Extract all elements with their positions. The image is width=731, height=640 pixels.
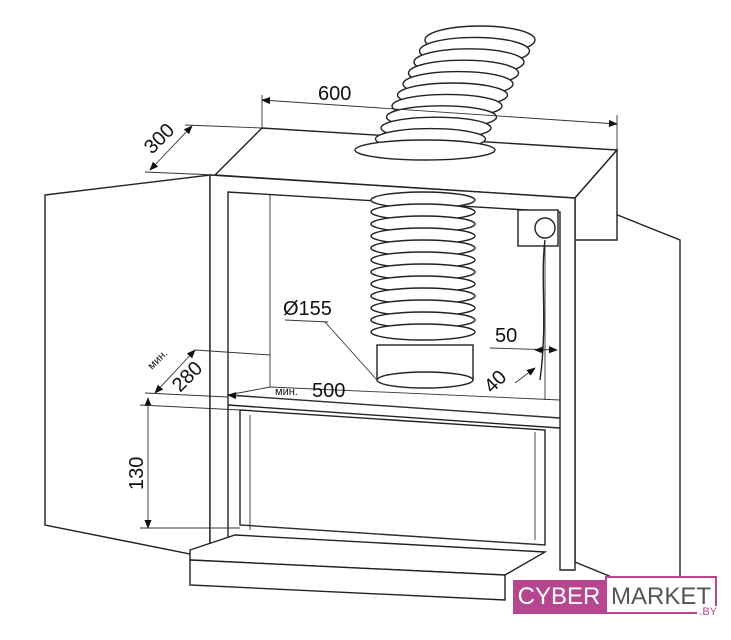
hose-ring bbox=[370, 323, 476, 341]
cybermarket-logo: CYBER MARKET .BY bbox=[513, 576, 721, 620]
cooker-hood bbox=[189, 409, 548, 601]
min-width-label: 500 bbox=[312, 380, 345, 402]
diameter-label: Ø155 bbox=[283, 298, 332, 320]
side-offset-label: 50 bbox=[495, 325, 517, 347]
duct-hose-upper bbox=[354, 25, 536, 161]
dimension-lines bbox=[139, 95, 618, 529]
hose-ring bbox=[376, 371, 474, 389]
logo-left-text: CYBER bbox=[513, 580, 605, 614]
hose-ring bbox=[354, 139, 496, 161]
width-label: 600 bbox=[318, 83, 351, 105]
duct-hose-lower bbox=[370, 191, 476, 389]
logo-suffix: .BY bbox=[697, 606, 719, 618]
back-offset-label: 40 bbox=[480, 366, 511, 397]
depth-label: 300 bbox=[140, 119, 179, 158]
right-door bbox=[574, 196, 681, 607]
min-width-prefix: мин. bbox=[275, 386, 298, 398]
height-label: 130 bbox=[126, 457, 148, 490]
power-socket bbox=[517, 209, 559, 381]
